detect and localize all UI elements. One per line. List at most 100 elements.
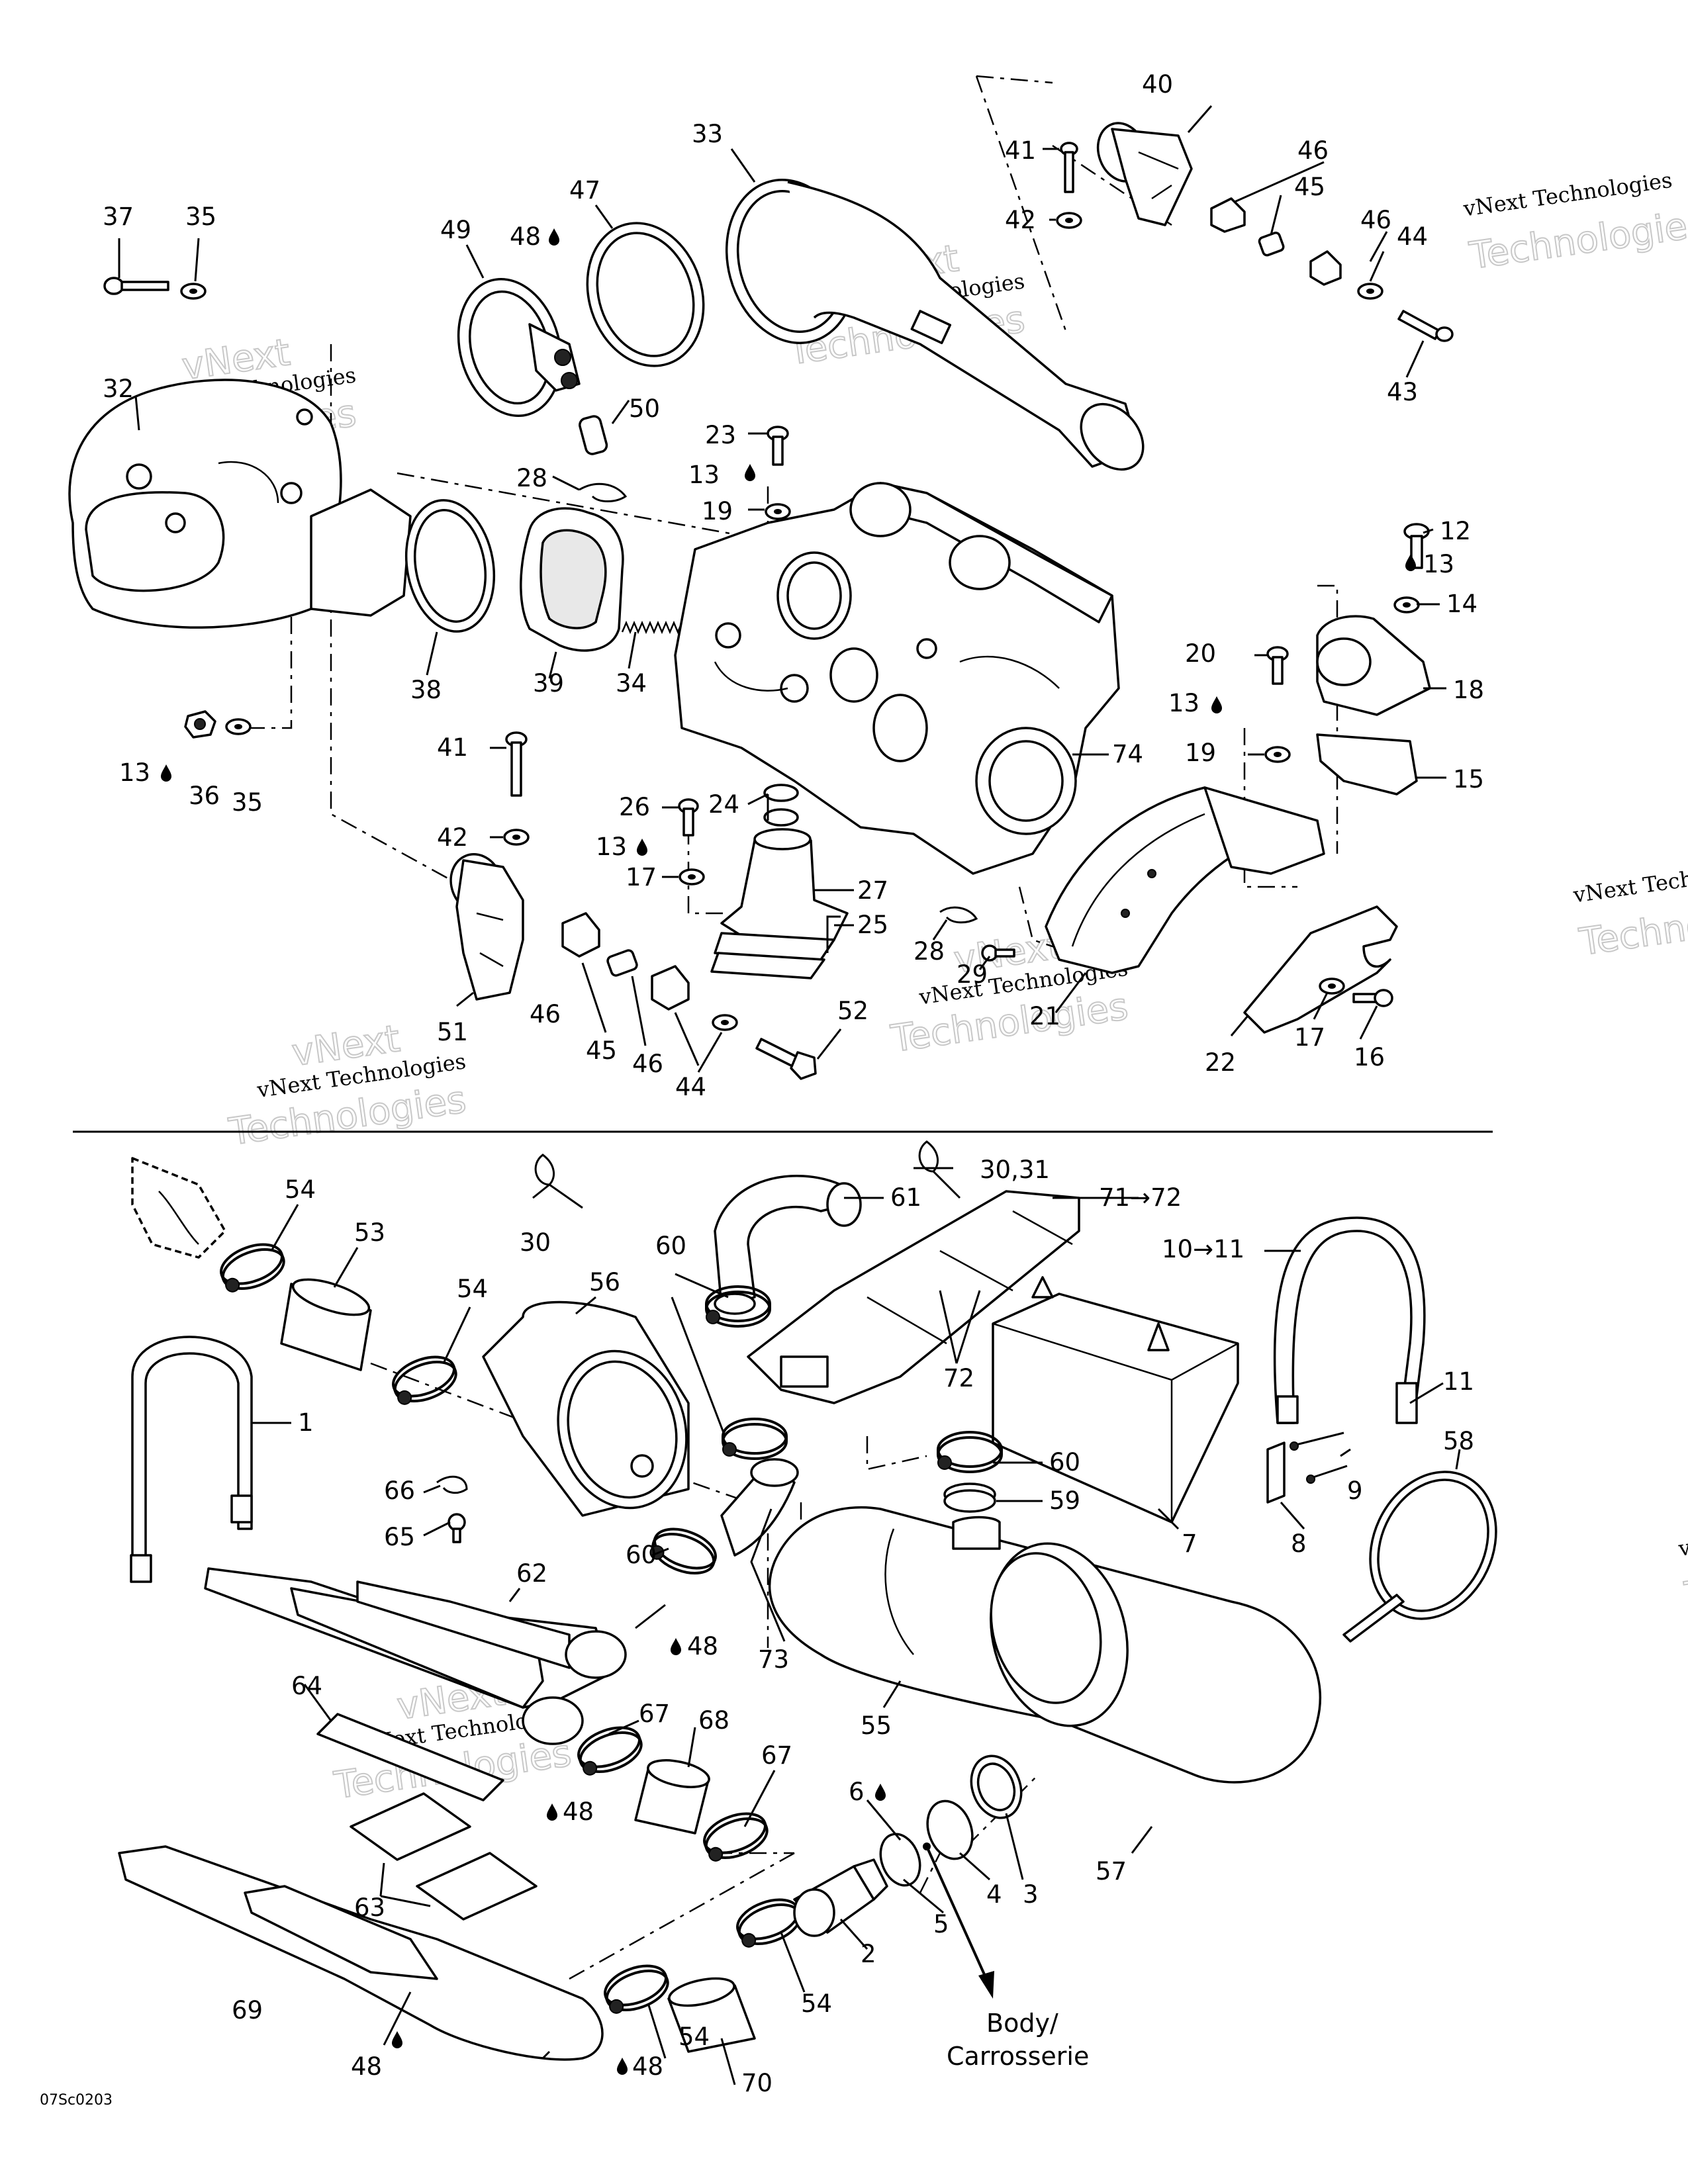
part-28-clip-2 (939, 906, 978, 924)
part-31-clip (918, 1140, 961, 1199)
part-10-strap (1273, 1216, 1426, 1424)
callout-17: 17 (626, 863, 657, 891)
callout-46: 46 (1297, 136, 1329, 165)
callout-17: 17 (1294, 1023, 1325, 1052)
callout-28: 28 (914, 937, 945, 966)
callout-21: 21 (1029, 1002, 1060, 1030)
part-9-rivets (1289, 1432, 1348, 1484)
callout-48: 48 (632, 2052, 663, 2081)
callout-35: 35 (232, 788, 263, 817)
callout-48: 48 (563, 1797, 594, 1826)
callout-8: 8 (1291, 1529, 1307, 1558)
callout-47: 47 (569, 176, 600, 205)
part-30-clip (534, 1154, 583, 1209)
part-44-washer-top (1357, 283, 1383, 300)
callout-1: 1 (298, 1408, 314, 1437)
part-1-strap (130, 1336, 253, 1583)
part-54-clamp-1 (214, 1236, 291, 1298)
part-46-bushing-top (1210, 197, 1246, 233)
callout-55: 55 (861, 1711, 892, 1740)
part-56-resonator (482, 1300, 690, 1517)
part-62-hose-group (204, 1567, 627, 1745)
part-14-washer (1393, 596, 1420, 614)
part-41-bolt-top (1060, 142, 1078, 193)
callout-52: 52 (837, 997, 868, 1025)
callout-26: 26 (619, 793, 650, 821)
part-19-washer (765, 503, 791, 520)
part-45-spacer-lower (606, 949, 638, 977)
callout-67: 67 (639, 1700, 670, 1728)
callout-41: 41 (437, 733, 468, 762)
part-61-elbow (714, 1175, 862, 1315)
callout-46: 46 (1360, 206, 1391, 234)
part-64-pad (316, 1713, 504, 1801)
part-4-o-ring (926, 1799, 974, 1860)
part-54-clamp-2 (387, 1348, 463, 1410)
callout-64: 64 (291, 1672, 322, 1700)
callout-36: 36 (189, 782, 220, 810)
callout-14: 14 (1446, 590, 1477, 618)
part-74-engine (674, 482, 1120, 875)
part-18-mount (1316, 615, 1431, 716)
part-45-spacer-top (1258, 232, 1285, 257)
callout-63: 63 (354, 1893, 385, 1922)
callout-46: 46 (632, 1050, 663, 1078)
part-41-bolt-lower (505, 731, 528, 797)
callout-5: 5 (933, 1910, 949, 1938)
callout-71-72: 71→72 (1099, 1183, 1182, 1212)
callout-50: 50 (629, 394, 660, 423)
part-20-bolt (1266, 646, 1289, 685)
part-46-bushing-top-2 (1309, 250, 1342, 286)
callout-40: 40 (1142, 70, 1173, 99)
body-label-line2: Carrosserie (947, 2042, 1089, 2071)
part-53-coupler (280, 1278, 372, 1371)
callout-10-11: 10→11 (1162, 1235, 1244, 1263)
part-55-muffler (769, 1506, 1321, 1784)
callout-45: 45 (1294, 173, 1325, 201)
part-65-screw (447, 1513, 466, 1543)
part-49-clamp-ring (457, 277, 581, 418)
callout-28: 28 (516, 464, 547, 492)
callout-22: 22 (1205, 1048, 1236, 1077)
part-27-mount (720, 828, 849, 941)
callout-33: 33 (692, 120, 723, 148)
callout-54: 54 (801, 1989, 832, 2018)
callout-60: 60 (626, 1541, 657, 1569)
part-58-tie (1342, 1471, 1497, 1643)
callout-44: 44 (675, 1073, 706, 1101)
part-8-bracket (1266, 1441, 1286, 1504)
part-46-bushing-lower-2 (651, 965, 690, 1011)
callout-19: 19 (1185, 739, 1216, 767)
callout-30: 30 (520, 1228, 551, 1257)
callout-labels: 37 35 32 33 49 48 47 40 41 42 46 45 46 4… (40, 70, 1484, 2109)
callout-13: 13 (596, 833, 627, 861)
callout-60: 60 (1049, 1448, 1080, 1477)
part-51-bracket (449, 853, 524, 1001)
diagram-code: 07Sc0203 (40, 2092, 113, 2109)
part-17-washer-2 (1319, 978, 1345, 995)
part-44-washer-lower (712, 1014, 738, 1031)
part-25-shims (710, 932, 835, 979)
part-32-exhaust-manifold (68, 379, 412, 629)
part-34-spring (621, 620, 687, 635)
part-19-washer-2 (1264, 746, 1291, 763)
callout-44: 44 (1397, 222, 1428, 251)
callout-20: 20 (1185, 639, 1216, 668)
part-16-bolt (1352, 989, 1393, 1007)
body-label-line1: Body/ (986, 2009, 1058, 2038)
part-63-pad-b (416, 1852, 538, 1921)
callout-67: 67 (761, 1741, 792, 1770)
callout-3: 3 (1023, 1880, 1039, 1909)
watermark-text: Technologies (1682, 1542, 1688, 1618)
part-35-washer-2 (225, 718, 252, 735)
part-2-fitting (793, 1858, 888, 1937)
callout-15: 15 (1453, 765, 1484, 794)
callout-30-31: 30,31 (980, 1156, 1050, 1184)
part-35-washer (180, 283, 207, 300)
part-40-bracket (1096, 122, 1193, 226)
callout-74: 74 (1112, 740, 1143, 768)
part-66-clip (436, 1475, 468, 1494)
callout-54: 54 (679, 2023, 710, 2051)
part-52-bolt (755, 1038, 817, 1080)
